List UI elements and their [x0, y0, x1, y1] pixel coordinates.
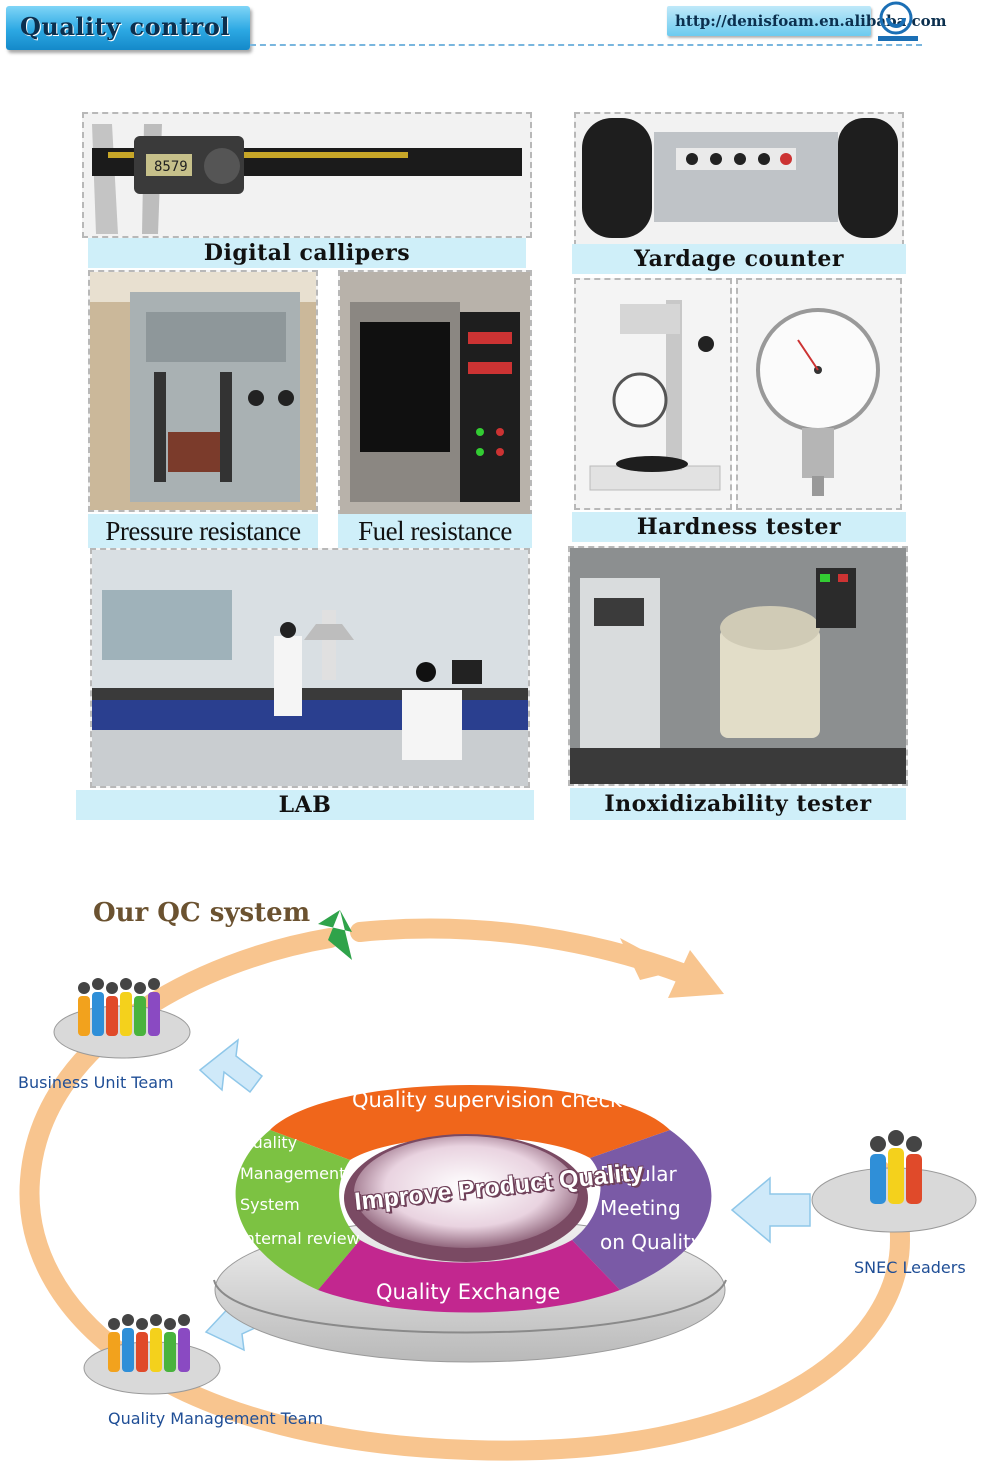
title-banner — [6, 6, 250, 50]
hardness-gauge-photo — [738, 280, 900, 508]
caption-inox-tester: Inoxidizability tester — [570, 788, 906, 820]
qc-system-title: Our QC system — [93, 898, 311, 928]
photo-frame-pressure — [88, 270, 318, 512]
segment-qms-line3: System — [240, 1195, 300, 1214]
qc-wheel — [235, 1085, 712, 1313]
caption-yardage-counter: Yardage counter — [572, 244, 906, 274]
green-arrow-icon — [318, 910, 352, 960]
pressure-tester-photo — [90, 272, 316, 510]
segment-meeting-line3: on Quality — [600, 1230, 703, 1254]
segment-exchange-label: Quality Exchange — [376, 1280, 561, 1304]
photo-frame-callipers: 8579 — [82, 112, 532, 238]
photo-frame-hardness-left — [574, 278, 732, 510]
caption-fuel-tester: Fuel resistance tester — [338, 514, 532, 580]
caption-hardness-tester: Hardness tester — [572, 512, 906, 542]
segment-qms-line4: Internal review — [240, 1229, 360, 1248]
url-banner — [667, 6, 871, 36]
store-url[interactable]: http://denisfoam.en.alibaba.com — [675, 12, 947, 30]
page-title: Quality control — [20, 12, 230, 41]
lab-photo — [92, 550, 528, 786]
photo-frame-hardness-right — [736, 278, 902, 510]
photo-frame-inox — [568, 546, 908, 786]
qc-diagram — [19, 910, 977, 1461]
photo-frame-yardage — [574, 112, 904, 246]
caption-pressure-tester: Pressure resistance tester — [88, 514, 318, 580]
inox-tester-photo — [570, 548, 906, 784]
segment-qms-line2: Management — [240, 1164, 346, 1183]
caption-digital-callipers: Digital callipers — [88, 238, 526, 268]
business-unit-team-label: Business Unit Team — [18, 1073, 174, 1092]
yardage-counter-photo — [576, 114, 902, 244]
header-divider — [250, 44, 922, 46]
company-logo-icon — [878, 1, 918, 41]
photo-frame-lab — [90, 548, 530, 788]
quality-mgmt-team-avatar — [83, 1314, 221, 1395]
hardness-stand-photo — [576, 280, 730, 508]
svg-text:8579: 8579 — [154, 159, 188, 175]
segment-meeting-line1: Regular — [600, 1162, 677, 1186]
snec-leaders-label: SNEC Leaders — [854, 1258, 966, 1277]
photo-frame-fuel — [338, 270, 532, 516]
snec-leaders-avatar — [811, 1130, 977, 1233]
business-team-avatar — [53, 978, 191, 1059]
segment-supervision-label: Quality supervision check — [352, 1088, 623, 1112]
fuel-tester-photo — [340, 272, 530, 514]
segment-qms-line1: Quality — [240, 1133, 298, 1152]
callipers-photo: 8579 — [84, 114, 530, 236]
segment-meeting-line2: Meeting — [600, 1196, 681, 1220]
caption-lab: LAB — [76, 790, 534, 820]
quality-mgmt-team-label: Quality Management Team — [108, 1409, 324, 1428]
